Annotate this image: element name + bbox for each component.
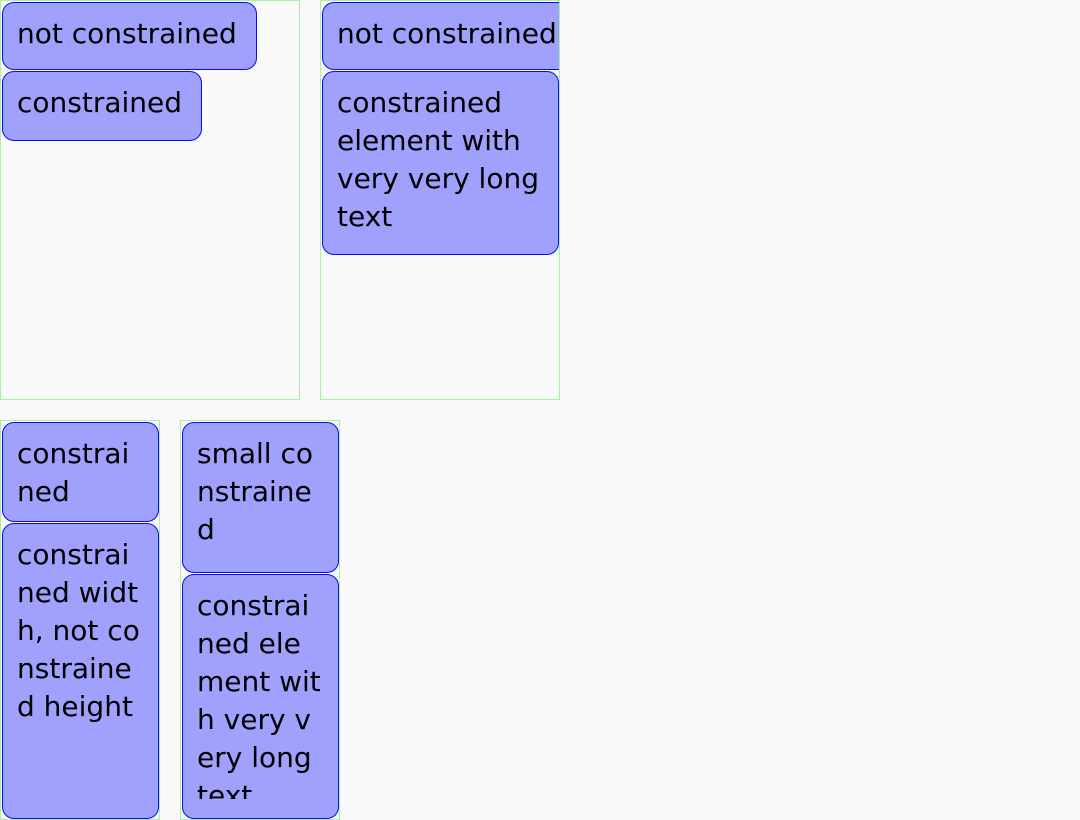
box-constrained: constrained: [2, 71, 202, 141]
box-clip-area: constrained element with very very long …: [197, 587, 324, 799]
box-not-constrained: not constrained: [2, 2, 257, 70]
box-constrained-width: constrained width, not constrained heigh…: [2, 523, 159, 819]
box-constrained-long-text: constrained element with very very long …: [322, 71, 559, 255]
box-small-constrained: small constrained: [182, 422, 339, 573]
frame-top-left: not constrained constrained: [0, 0, 300, 400]
box-constrained-long-text: constrained element with very very long …: [182, 574, 339, 819]
box-constrained: constrained: [2, 422, 159, 522]
box-not-constrained: not constrained: [322, 2, 559, 70]
frame-bottom-right: small constrained constrained element wi…: [180, 420, 340, 820]
frame-top-right: not constrained constrained element with…: [320, 0, 560, 400]
frame-bottom-left: constrained constrained width, not const…: [0, 420, 160, 820]
box-label: constrained element with very very long …: [197, 589, 321, 799]
